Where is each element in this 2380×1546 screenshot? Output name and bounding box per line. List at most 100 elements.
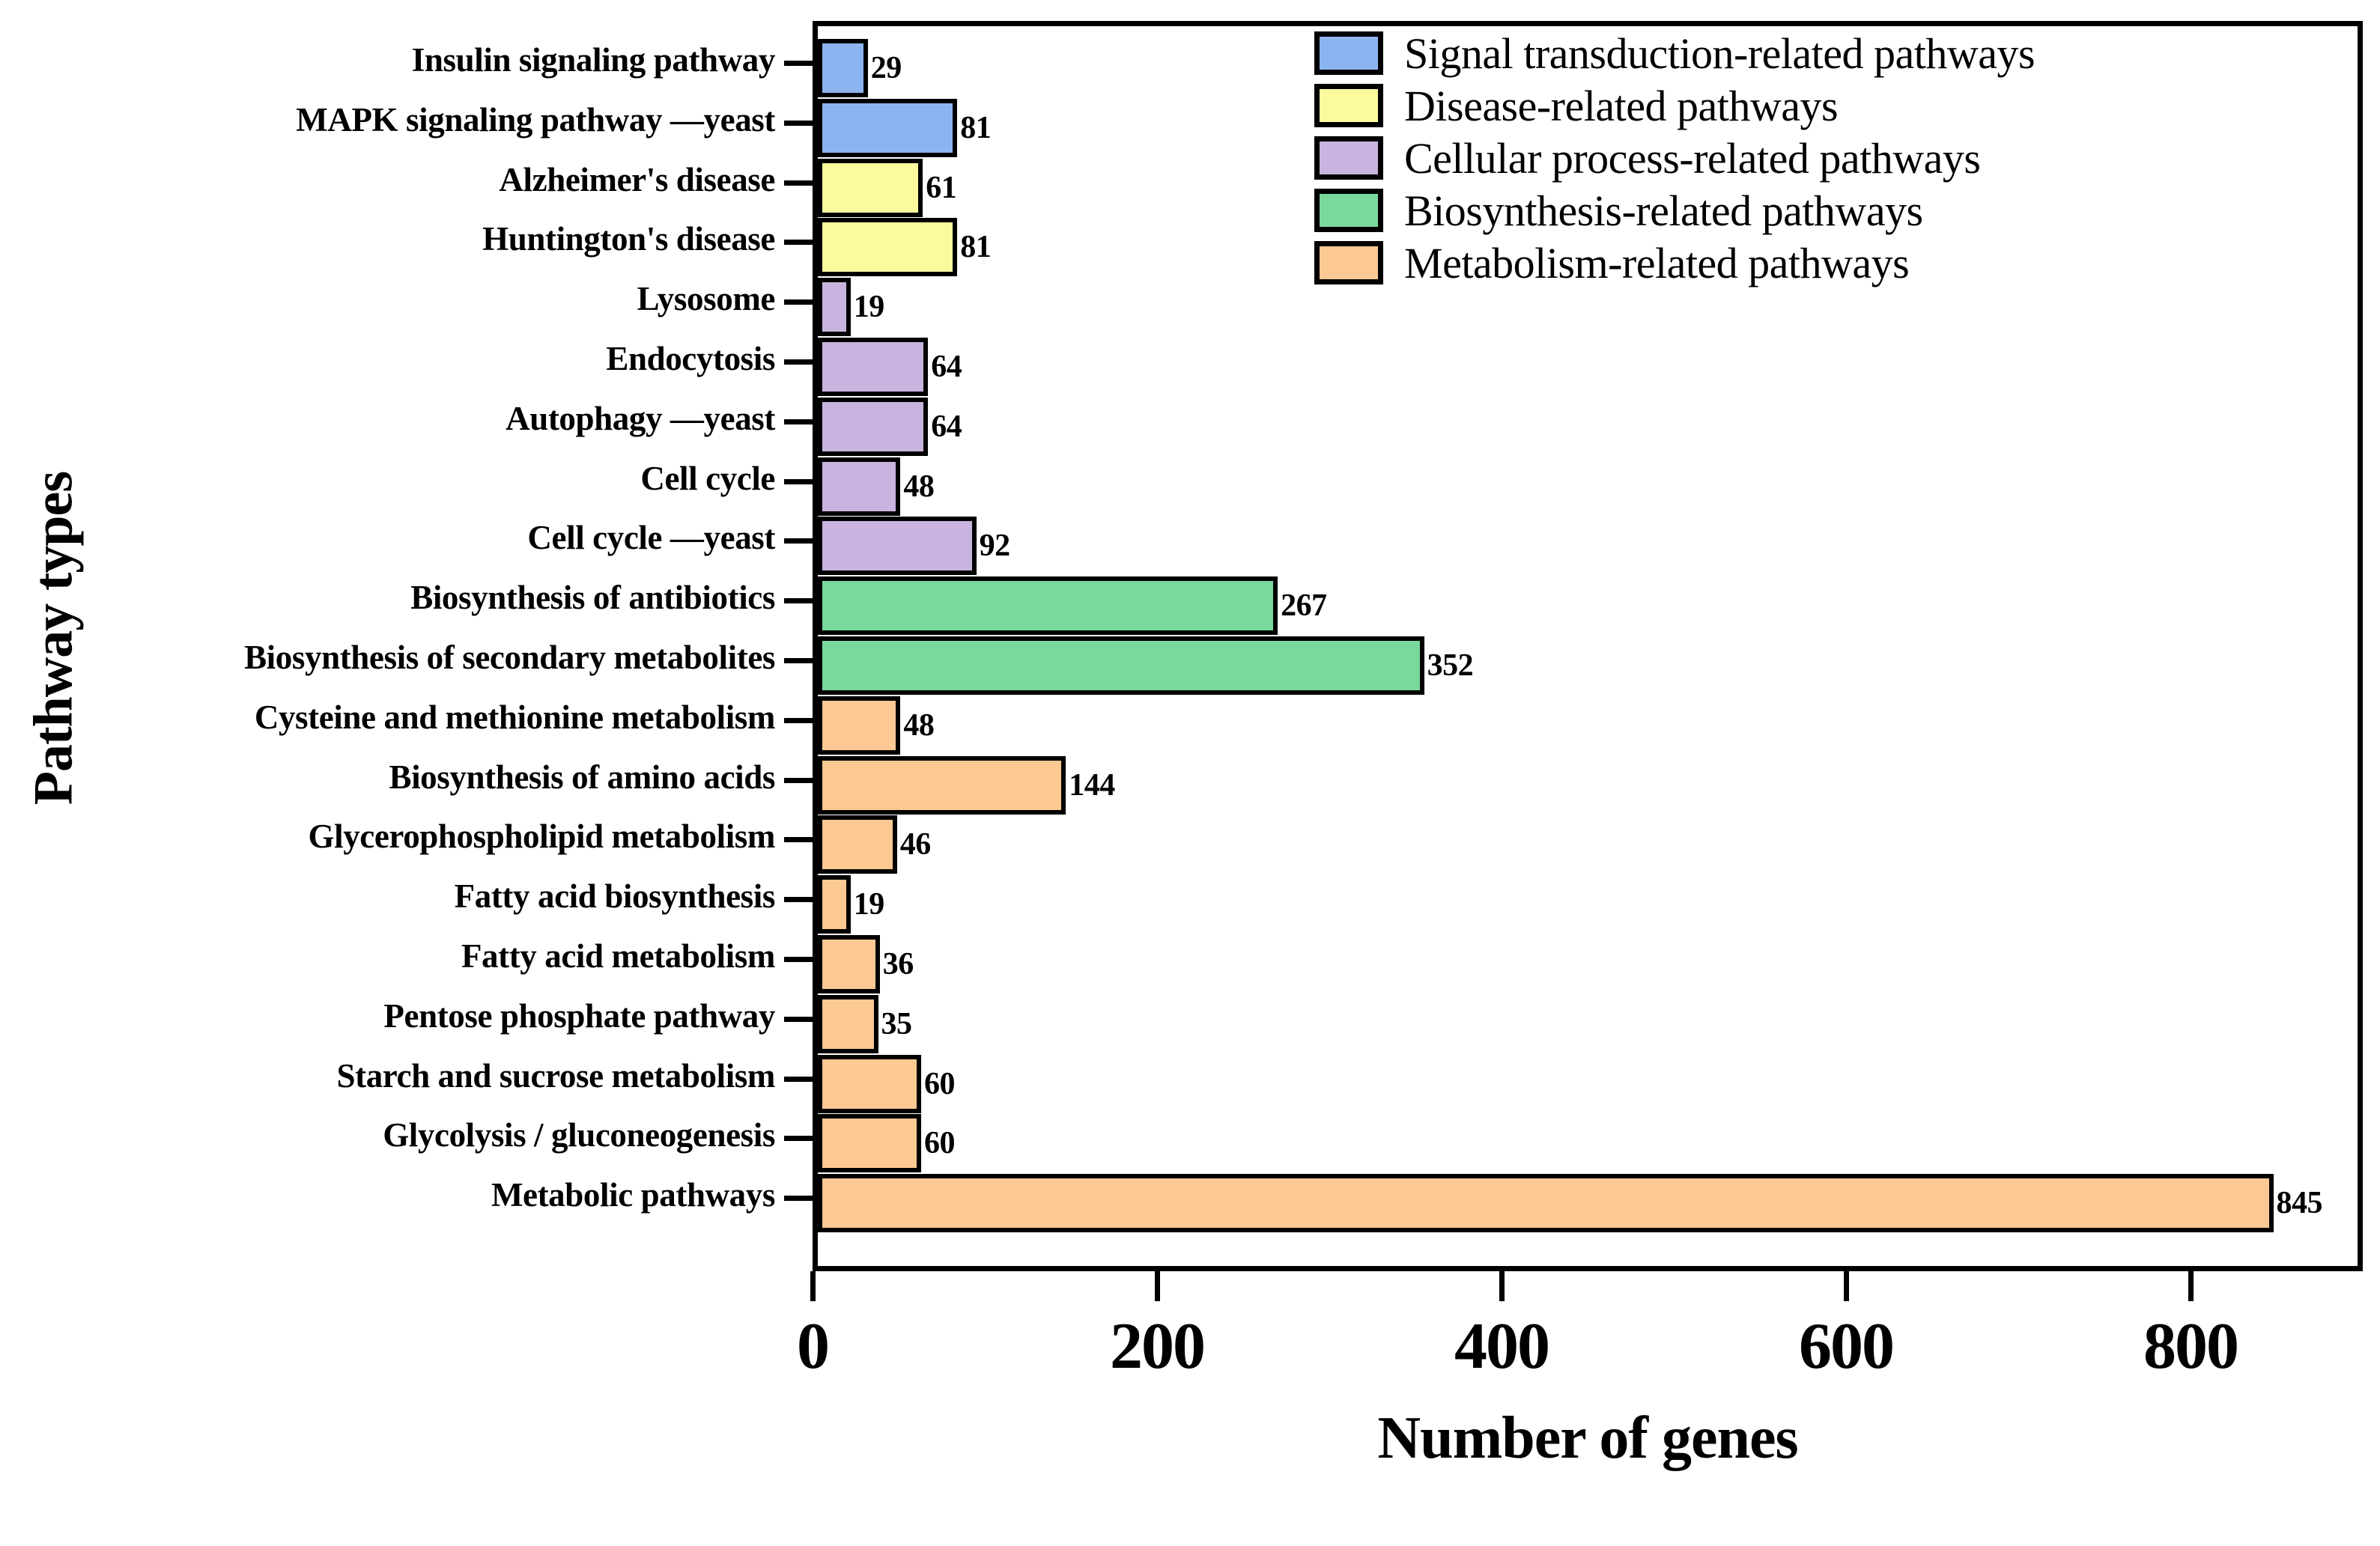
category-label: Pentose phosphate pathway — [383, 996, 775, 1035]
category-label: Glycerophospholipid metabolism — [308, 818, 775, 856]
bar[interactable] — [818, 98, 958, 157]
bar[interactable] — [818, 875, 851, 934]
legend-swatch — [1314, 31, 1383, 75]
bar[interactable] — [818, 1114, 921, 1173]
bar[interactable] — [818, 636, 1424, 695]
category-label: Cell cycle — [640, 459, 775, 497]
bar[interactable] — [818, 397, 929, 456]
bar[interactable] — [818, 1174, 2274, 1233]
legend-label: Signal transduction-related pathways — [1404, 28, 2036, 78]
legend-item[interactable]: Metabolism-related pathways — [1314, 239, 2355, 287]
legend-label: Metabolism-related pathways — [1404, 238, 1910, 287]
bar[interactable] — [818, 935, 880, 993]
legend-swatch — [1314, 84, 1383, 127]
bar[interactable] — [818, 815, 897, 874]
y-axis-tick — [784, 837, 813, 843]
bar-value-label: 60 — [924, 1066, 956, 1101]
bar[interactable] — [818, 218, 958, 277]
bar-value-label: 352 — [1427, 648, 1474, 683]
legend-label: Biosynthesis-related pathways — [1404, 186, 1923, 235]
x-axis-tick-label: 0 — [797, 1310, 830, 1383]
bar-value-label: 19 — [853, 290, 885, 325]
y-axis-tick — [784, 1196, 813, 1202]
bar-value-label: 845 — [2276, 1186, 2323, 1221]
category-label: MAPK signaling pathway —yeast — [296, 100, 775, 139]
y-axis-tick — [784, 717, 813, 723]
bar-value-label: 46 — [899, 827, 932, 862]
category-label: Insulin signaling pathway — [411, 41, 776, 79]
x-axis-tick-label: 400 — [1454, 1310, 1550, 1383]
y-axis-tick — [784, 957, 813, 962]
legend-item[interactable]: Cellular process-related pathways — [1314, 133, 2355, 183]
bar-value-label: 36 — [882, 947, 914, 982]
y-axis-tick — [784, 299, 813, 305]
y-axis-tick — [784, 1016, 813, 1022]
bar-value-label: 19 — [853, 887, 885, 922]
bar[interactable] — [818, 457, 901, 516]
category-label: Glycolysis / gluconeogenesis — [383, 1116, 775, 1154]
y-axis-tick — [784, 897, 813, 903]
x-axis-tick — [1844, 1271, 1849, 1301]
bar[interactable] — [818, 994, 878, 1053]
category-label: Endocytosis — [606, 340, 775, 377]
legend-swatch — [1314, 241, 1383, 284]
y-axis-tick — [784, 598, 813, 604]
category-label: Metabolic pathways — [491, 1176, 775, 1214]
bar-value-label: 29 — [870, 51, 902, 85]
y-axis-tick — [784, 180, 813, 186]
category-label: Lysosome — [637, 280, 776, 318]
bar[interactable] — [818, 1054, 921, 1113]
bar[interactable] — [818, 517, 977, 576]
y-axis-tick — [784, 120, 813, 126]
bar-value-label: 64 — [931, 350, 962, 384]
category-label: Autophagy —yeast — [506, 399, 775, 437]
bar[interactable] — [818, 755, 1066, 815]
bar[interactable] — [818, 278, 851, 337]
category-label: Cell cycle —yeast — [527, 519, 775, 557]
x-axis-tick-label: 600 — [1799, 1310, 1895, 1383]
bar[interactable] — [818, 39, 868, 97]
bar-value-label: 64 — [931, 409, 962, 444]
bar[interactable] — [818, 158, 923, 217]
category-label: Biosynthesis of antibiotics — [410, 579, 775, 617]
y-axis-tick — [784, 240, 813, 246]
bar-value-label: 61 — [926, 170, 957, 205]
x-axis-tick-label: 800 — [2143, 1310, 2239, 1383]
bar[interactable] — [818, 696, 901, 755]
category-label: Alzheimer's disease — [499, 160, 775, 198]
legend-label: Cellular process-related pathways — [1404, 133, 1981, 183]
bar[interactable] — [818, 576, 1278, 636]
bar-value-label: 60 — [924, 1126, 956, 1161]
category-label: Huntington's disease — [482, 220, 775, 258]
x-axis-tick — [2188, 1271, 2194, 1301]
legend-label: Disease-related pathways — [1404, 81, 1839, 130]
x-axis-tick — [1499, 1271, 1505, 1301]
y-axis-tick — [784, 61, 813, 66]
x-axis-title: Number of genes — [1377, 1405, 1798, 1471]
x-axis-tick — [1155, 1271, 1160, 1301]
bar-value-label: 267 — [1281, 588, 1327, 624]
y-axis-tick — [784, 359, 813, 365]
bar-value-label: 81 — [960, 110, 992, 145]
bar-value-label: 81 — [960, 230, 992, 265]
legend-item[interactable]: Disease-related pathways — [1314, 82, 2355, 130]
y-axis-tick — [784, 1136, 813, 1142]
y-axis-tick — [784, 1076, 813, 1082]
bar-value-label: 144 — [1069, 767, 1115, 803]
bar-value-label: 48 — [903, 469, 935, 504]
category-label: Fatty acid biosynthesis — [454, 877, 776, 916]
y-axis-tick — [784, 658, 813, 663]
category-label: Cysteine and methionine metabolism — [254, 698, 776, 736]
legend-swatch — [1314, 189, 1383, 232]
y-axis-tick — [784, 419, 813, 424]
x-axis-tick-label: 200 — [1110, 1310, 1206, 1383]
category-label: Biosynthesis of secondary metabolites — [244, 639, 775, 676]
legend-item[interactable]: Biosynthesis-related pathways — [1314, 186, 2355, 235]
legend-item[interactable]: Signal transduction-related pathways — [1314, 29, 2355, 78]
bar[interactable] — [818, 338, 929, 396]
category-label: Fatty acid metabolism — [461, 937, 775, 975]
